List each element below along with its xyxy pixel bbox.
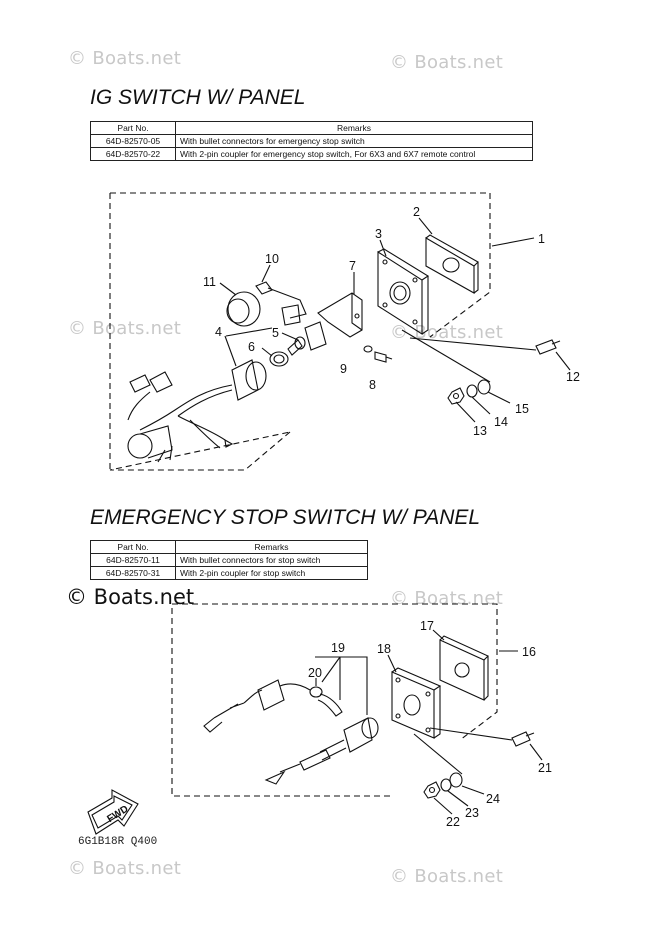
callout-4: 4	[215, 325, 222, 339]
callout-16: 16	[522, 645, 536, 659]
washer-part-15	[477, 379, 491, 395]
bracket-part-7	[317, 292, 363, 338]
drawing-code: 6G1B18R Q400	[78, 836, 158, 848]
table-row: 64D-82570-05 With bullet connectors for …	[90, 134, 533, 148]
leader-line	[224, 335, 237, 367]
nut-part-22	[423, 781, 441, 799]
callout-18: 18	[377, 642, 391, 656]
watermark: © Boats.net	[390, 52, 504, 73]
remarks-cell: With 2-pin coupler for stop switch	[175, 566, 368, 580]
leader-line	[225, 327, 273, 337]
callout-19: 19	[331, 641, 345, 655]
callout-11: 11	[203, 275, 216, 289]
parts-table-emergency-stop: Part No. Remarks 64D-82570-11 With bulle…	[90, 540, 368, 580]
callout-22: 22	[446, 815, 460, 829]
leader-line	[555, 351, 571, 371]
callout-3: 3	[375, 227, 382, 241]
table-row: 64D-82570-11 With bullet connectors for …	[90, 553, 368, 567]
callout-13: 13	[473, 424, 487, 438]
callout-24: 24	[486, 792, 500, 806]
callout-10: 10	[265, 252, 279, 266]
screw-part-21	[511, 731, 535, 747]
watermark: © Boats.net	[68, 318, 182, 339]
nut-part-13	[447, 387, 465, 405]
callout-23: 23	[465, 806, 479, 820]
lanyard-part-20	[203, 679, 343, 733]
leader-line	[379, 239, 387, 257]
leader-line	[432, 629, 445, 641]
leader-line	[409, 337, 537, 351]
screw-part-12	[535, 339, 561, 355]
leader-line	[387, 654, 397, 673]
table-row: 64D-82570-31 With 2-pin coupler for stop…	[90, 566, 368, 580]
cap-part-11	[226, 291, 261, 327]
leader-line	[413, 733, 463, 775]
washer-part-23	[440, 778, 452, 792]
remarks-cell: With 2-pin coupler for emergency stop sw…	[175, 147, 533, 161]
gasket-part-2	[425, 234, 479, 294]
leader-line	[281, 332, 299, 341]
leader-line	[461, 785, 485, 795]
wire-harness-part-4	[127, 359, 267, 463]
assembly-boundary	[109, 192, 491, 471]
callout-20: 20	[308, 666, 322, 680]
section-title-ig-switch: IG SWITCH W/ PANEL	[90, 86, 306, 109]
leader-line	[471, 396, 491, 415]
callout-12: 12	[566, 370, 580, 384]
leader-line	[401, 329, 491, 383]
forward-direction-arrow: FWD	[87, 789, 139, 835]
callout-17: 17	[420, 619, 434, 633]
leader-line	[491, 237, 535, 247]
watermark: © Boats.net	[66, 585, 195, 609]
watermark: © Boats.net	[68, 48, 182, 69]
leader-line	[447, 790, 469, 807]
parts-table-ig-switch: Part No. Remarks 64D-82570-05 With bulle…	[90, 121, 533, 161]
watermark: © Boats.net	[390, 866, 504, 887]
watermark: © Boats.net	[390, 322, 504, 343]
leader-line	[529, 743, 543, 761]
callout-6: 6	[248, 340, 255, 354]
callout-21: 21	[538, 761, 552, 775]
table-row: 64D-82570-22 With 2-pin coupler for emer…	[90, 147, 533, 161]
leader-line	[455, 401, 476, 423]
leader-line	[261, 264, 271, 283]
callout-8: 8	[369, 378, 376, 392]
leader-line	[315, 656, 368, 715]
screw-part-8	[374, 351, 393, 363]
leader-line	[418, 217, 433, 235]
leader-line	[219, 282, 237, 296]
watermark: © Boats.net	[68, 858, 182, 879]
assembly-boundary	[171, 603, 498, 797]
leader-line	[261, 347, 273, 357]
clip-part-10	[255, 281, 307, 326]
leader-line	[487, 391, 511, 404]
key-switch-part-5	[287, 321, 327, 356]
leader-line	[429, 727, 513, 741]
stop-switch-part-19	[264, 717, 379, 785]
callout-2: 2	[413, 205, 420, 219]
callout-9: 9	[340, 362, 347, 376]
callout-14: 14	[494, 415, 508, 429]
washer-part-14	[466, 384, 478, 398]
panel-part-3	[377, 248, 430, 336]
nut-part-6	[269, 351, 289, 367]
callout-1: 1	[538, 232, 545, 246]
callout-5: 5	[272, 326, 279, 340]
callout-15: 15	[515, 402, 529, 416]
washer-part-24	[449, 772, 463, 788]
section-title-emergency-stop: EMERGENCY STOP SWITCH W/ PANEL	[90, 506, 481, 529]
washer-part-9	[363, 345, 373, 353]
gasket-part-17	[439, 635, 489, 701]
callout-7: 7	[349, 259, 356, 273]
panel-part-18	[391, 667, 442, 739]
leader-line	[433, 797, 453, 815]
